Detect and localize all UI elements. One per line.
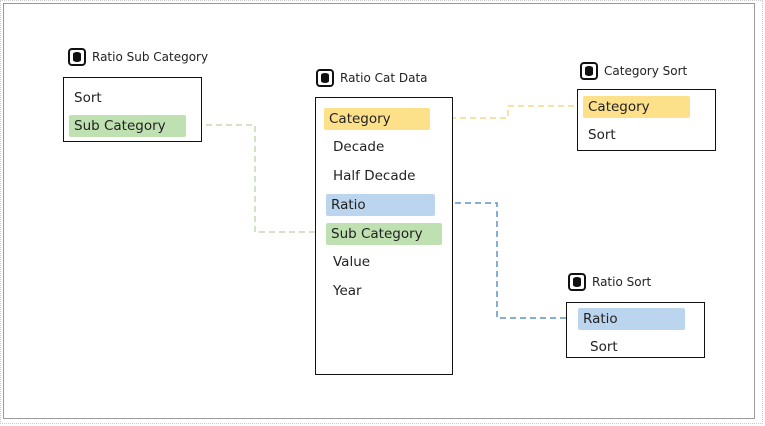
table-title-category-sort: Category Sort <box>580 62 687 80</box>
relationship-line-ratio <box>435 202 578 319</box>
field-sort[interactable]: Sort <box>588 127 616 143</box>
field-decade[interactable]: Decade <box>333 139 385 155</box>
field-sort[interactable]: Sort <box>74 90 102 106</box>
table-ratio-sub-category[interactable]: Sort Sub Category <box>63 77 202 142</box>
field-ratio[interactable]: Ratio <box>326 194 435 216</box>
field-category[interactable]: Category <box>324 108 430 130</box>
field-sort[interactable]: Sort <box>590 339 618 355</box>
table-ratio-cat-data[interactable]: Category Decade Half Decade Ratio Sub Ca… <box>315 97 453 375</box>
relationship-line-sub-category <box>186 124 326 233</box>
table-title-ratio-cat-data: Ratio Cat Data <box>316 69 428 87</box>
database-icon <box>316 69 334 87</box>
field-sub-category[interactable]: Sub Category <box>326 223 442 245</box>
database-icon <box>68 48 86 66</box>
table-title-text: Ratio Sort <box>592 275 652 289</box>
database-icon <box>580 62 598 80</box>
field-sub-category[interactable]: Sub Category <box>69 115 186 137</box>
table-title-ratio-sub-category: Ratio Sub Category <box>68 48 208 66</box>
table-ratio-sort[interactable]: Ratio Sort <box>566 302 705 358</box>
table-title-text: Ratio Cat Data <box>340 71 428 85</box>
database-icon <box>568 273 586 291</box>
field-category[interactable]: Category <box>583 96 690 118</box>
relationship-line-category <box>430 105 582 119</box>
table-category-sort[interactable]: Category Sort <box>577 89 716 151</box>
field-ratio[interactable]: Ratio <box>578 308 685 330</box>
field-value[interactable]: Value <box>333 254 371 270</box>
table-title-text: Ratio Sub Category <box>92 50 209 64</box>
table-title-ratio-sort: Ratio Sort <box>568 273 651 291</box>
table-title-text: Category Sort <box>604 64 688 78</box>
field-half-decade[interactable]: Half Decade <box>333 168 416 184</box>
field-year[interactable]: Year <box>333 283 362 299</box>
